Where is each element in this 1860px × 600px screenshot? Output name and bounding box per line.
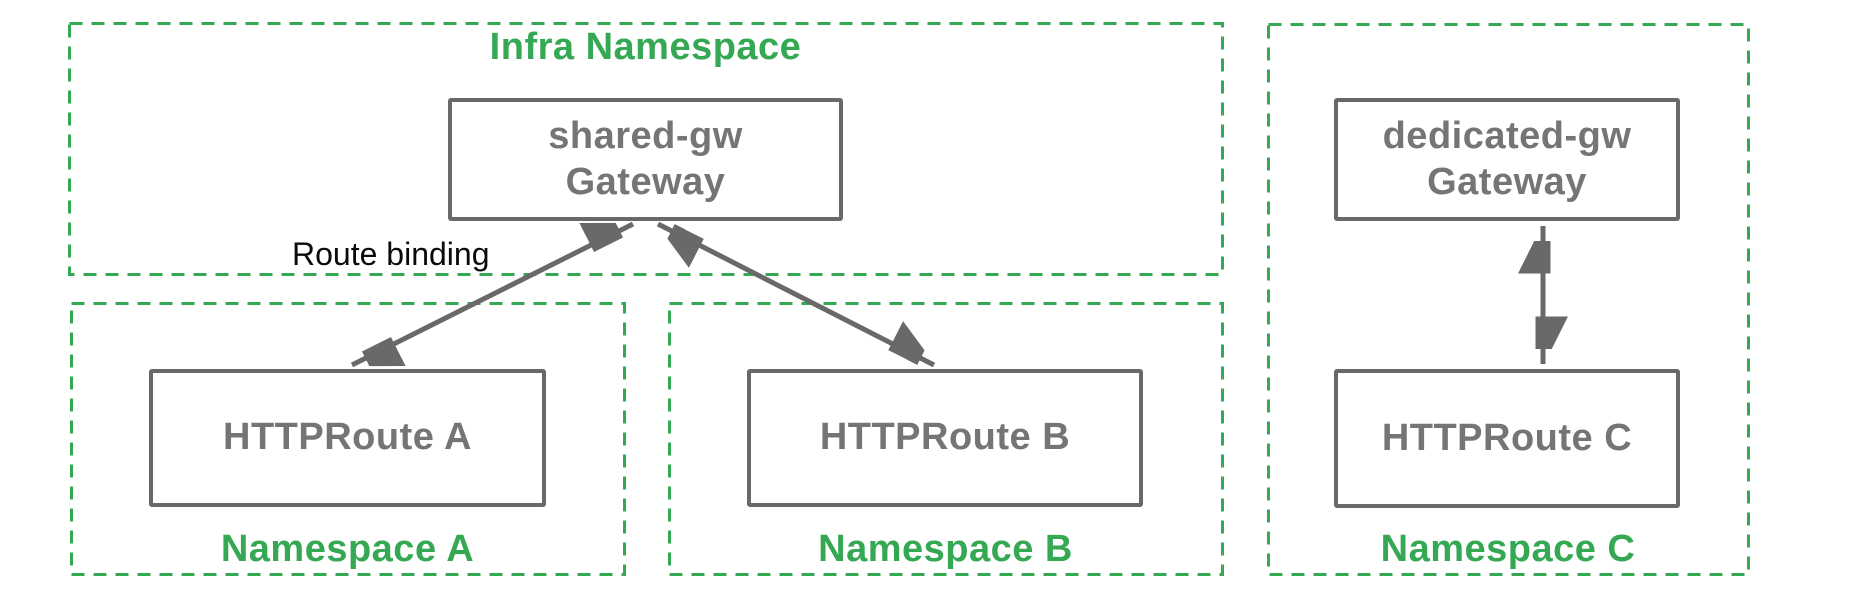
httproute-a-node: HTTPRoute A <box>149 369 546 507</box>
infra-namespace-title: Infra Namespace <box>489 26 802 68</box>
dedicated-gateway-name: dedicated-gw <box>1382 114 1632 157</box>
shared-gateway-kind: Gateway <box>565 160 726 203</box>
namespace-b-border <box>668 302 1224 576</box>
dedicated-gateway-kind: Gateway <box>1427 160 1587 203</box>
httproute-b-node: HTTPRoute B <box>747 369 1143 507</box>
infra-namespace-border <box>68 22 1224 276</box>
namespace-c-border <box>1267 23 1750 576</box>
route-binding-arrow-a <box>350 221 635 368</box>
namespace-a-title: Namespace A <box>220 528 475 570</box>
shared-gateway-node: shared-gw Gateway <box>448 98 843 221</box>
httproute-a-label: HTTPRoute A <box>223 416 472 459</box>
namespace-a-border <box>70 302 626 576</box>
httproute-c-node: HTTPRoute C <box>1334 369 1680 508</box>
httproute-b-label: HTTPRoute B <box>819 416 1071 459</box>
namespace-b-title: Namespace B <box>818 528 1073 570</box>
route-binding-arrow-b <box>656 221 936 368</box>
dedicated-gateway-node: dedicated-gw Gateway <box>1334 98 1680 221</box>
route-binding-label: Route binding <box>292 236 490 272</box>
shared-gateway-name: shared-gw <box>548 114 743 157</box>
httproute-c-label: HTTPRoute C <box>1381 416 1633 459</box>
namespace-c-title: Namespace C <box>1380 528 1636 570</box>
